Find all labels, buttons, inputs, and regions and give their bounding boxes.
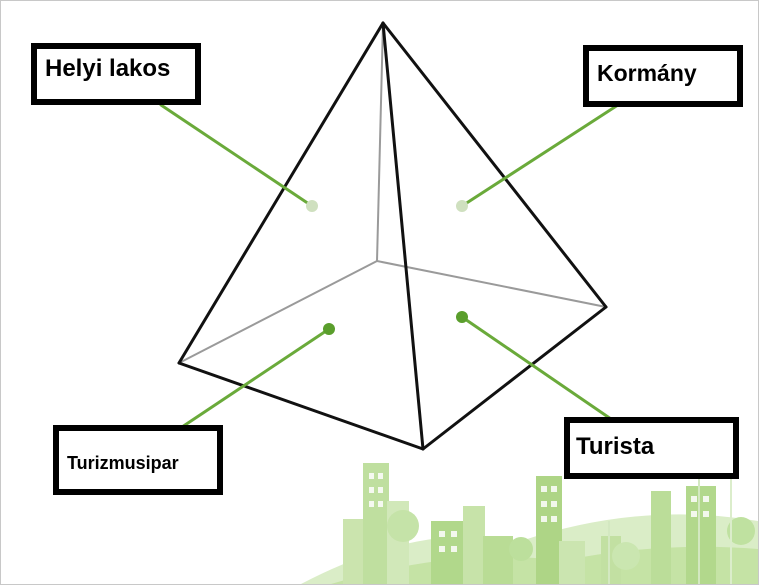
connector-dot-local-resident [306,200,318,212]
connectors [159,101,623,431]
label-government: Kormány [583,45,743,107]
connector-tourism-industry [177,327,331,431]
label-tourist-text: Turista [576,433,655,460]
label-government-text: Kormány [597,59,697,86]
pyramid-edge-base-right [421,305,608,451]
label-local-resident-text: Helyi lakos [45,55,171,82]
pyramid-wireframe [177,21,608,451]
connector-tourist [460,315,613,421]
label-tourist: Turista [564,417,739,479]
connector-local-resident [159,103,314,208]
label-tourism-industry: Turizmusipar [53,425,223,495]
connector-dot-tourist [456,311,468,323]
pyramid-edge-base-left [177,361,425,451]
connector-dot-tourism-industry [323,323,335,335]
label-local-resident: Helyi lakos [31,43,201,105]
pyramid-hidden-edge-left [178,260,378,364]
city-skyline-background [301,446,758,584]
connector-dot-government [456,200,468,212]
pyramid-hidden-edge-apex [376,22,384,262]
pyramid-edge-apex-left [177,21,385,365]
pyramid-edge-apex-front [381,21,425,451]
pyramid-hidden-edge-right [376,260,607,308]
pyramid-edge-apex-right [381,21,608,309]
label-tourism-industry-text: Turizmusipar [67,452,179,473]
connector-government [460,101,623,208]
